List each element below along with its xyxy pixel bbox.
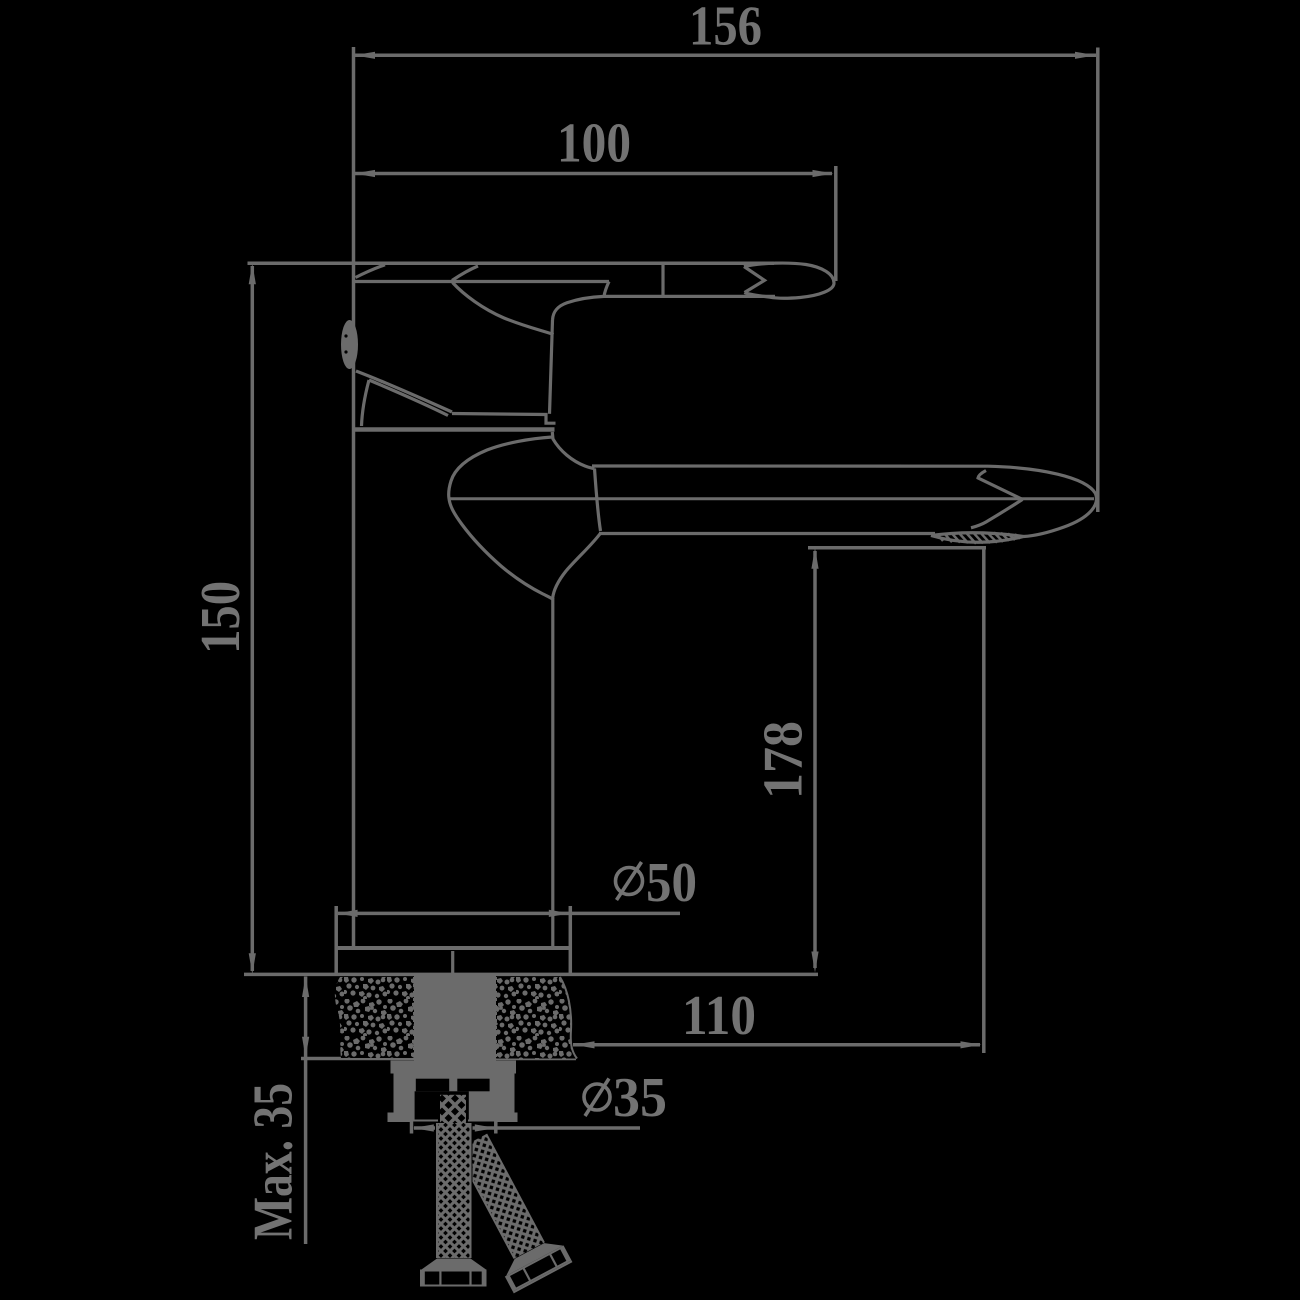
svg-text:110: 110 <box>682 985 756 1047</box>
svg-text:178: 178 <box>753 721 815 799</box>
svg-text:100: 100 <box>557 113 631 175</box>
svg-text:50: 50 <box>646 852 697 914</box>
svg-text:Max. 35: Max. 35 <box>243 1083 305 1240</box>
svg-text:150: 150 <box>190 581 252 654</box>
svg-text:156: 156 <box>689 0 762 57</box>
svg-text:35: 35 <box>613 1067 667 1129</box>
